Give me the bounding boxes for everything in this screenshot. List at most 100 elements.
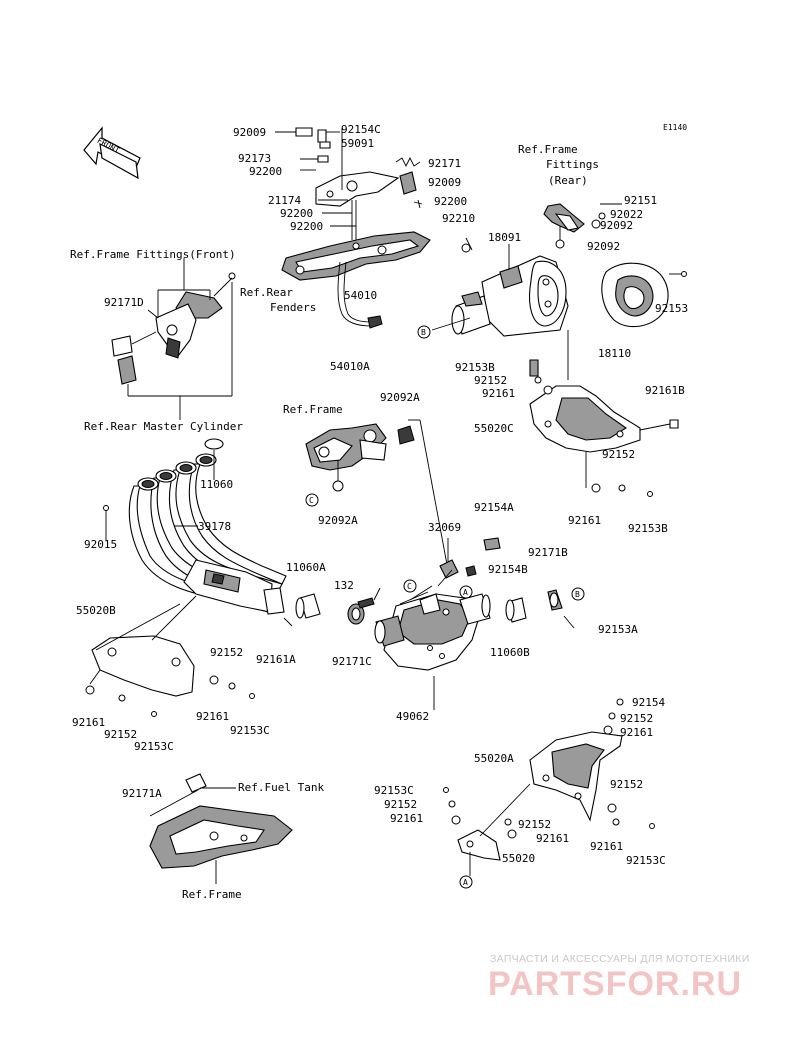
svg-text:C: C	[407, 582, 412, 591]
part-label: 92153C	[374, 784, 414, 797]
part-label: 54010A	[330, 360, 370, 373]
svg-text:C: C	[309, 496, 314, 505]
part-label: 92161	[590, 840, 623, 853]
part-label: 92173	[238, 152, 271, 165]
svg-text:B: B	[575, 590, 580, 599]
callout-a-bottom: A	[459, 875, 473, 889]
part-label: 92171A	[122, 787, 162, 800]
part-label: 92171C	[332, 655, 372, 668]
part-label: 55020A	[474, 752, 514, 765]
part-label: 92152	[384, 798, 417, 811]
part-label: 92092	[587, 240, 620, 253]
ref-frame-fittings-rear-3: (Rear)	[548, 174, 588, 187]
part-label: 92152	[518, 818, 551, 831]
part-label: 92153A	[598, 623, 638, 636]
ref-rear-fenders-1: Ref.Rear	[240, 286, 293, 299]
part-label: 92152	[104, 728, 137, 741]
watermark-logo: PARTSFOR.RU	[488, 965, 742, 1003]
ref-frame-mid: Ref.Frame	[283, 403, 343, 416]
part-label: 92009	[428, 176, 461, 189]
rear-muffler-assembly	[431, 237, 569, 337]
lower-heat-shield	[443, 698, 655, 876]
part-label: 92022	[610, 208, 643, 221]
part-label: 18091	[488, 231, 521, 244]
part-label: 49062	[396, 710, 429, 723]
rear-frame-bracket	[543, 203, 622, 249]
part-label: 132	[334, 579, 354, 592]
mid-frame-bracket	[305, 419, 449, 571]
pre-chamber	[374, 537, 501, 710]
lower-frame-bracket	[149, 773, 293, 884]
part-label: 54010	[344, 289, 377, 302]
part-label: 55020B	[76, 604, 116, 617]
callout-a-top: A	[459, 585, 473, 599]
ref-rear-master-cylinder: Ref.Rear Master Cylinder	[84, 420, 243, 433]
part-label: 39178	[198, 520, 231, 533]
watermark-tagline: ЗАПЧАСТИ И АКСЕССУАРЫ ДЛЯ МОТОТЕХНИКИ	[490, 953, 750, 965]
callout-b-right: B	[571, 587, 585, 601]
part-label: 92154B	[488, 563, 528, 576]
part-label: 92161	[196, 710, 229, 723]
callout-b-top: B	[417, 325, 431, 339]
front-frame-fittings	[111, 258, 236, 420]
part-label: 11060A	[286, 561, 326, 574]
ref-fuel-tank: Ref.Fuel Tank	[238, 781, 324, 794]
part-label: 92161	[482, 387, 515, 400]
part-label: 11060B	[490, 646, 530, 659]
ref-frame-fittings-rear-2: Fittings	[546, 158, 599, 171]
part-label: 92151	[624, 194, 657, 207]
rear-heat-shield	[529, 330, 679, 497]
ref-rear-fenders-2: Fenders	[270, 301, 316, 314]
part-label: 11060	[200, 478, 233, 491]
gasket-rings	[295, 593, 527, 623]
part-label: 92153C	[626, 854, 666, 867]
part-label: 55020C	[474, 422, 514, 435]
svg-text:B: B	[421, 328, 426, 337]
part-label: 21174	[268, 194, 301, 207]
part-label: 92161B	[645, 384, 685, 397]
part-label: 92161	[620, 726, 653, 739]
part-label: 92154C	[341, 123, 381, 136]
ref-frame-fittings-rear-1: Ref.Frame	[518, 143, 578, 156]
part-label: 92200	[434, 195, 467, 208]
part-label: 92153	[655, 302, 688, 315]
ref-frame-fittings-front: Ref.Frame Fittings(Front)	[70, 248, 236, 261]
exhaust-header-pipes	[103, 438, 293, 627]
part-label: 92152	[602, 448, 635, 461]
part-label: 92154	[632, 696, 665, 709]
part-label: 92200	[290, 220, 323, 233]
part-label: 92161	[536, 832, 569, 845]
exhaust-clamps	[347, 587, 575, 629]
part-label: 92009	[233, 126, 266, 139]
svg-text:A: A	[463, 588, 468, 597]
part-label: 92154A	[474, 501, 514, 514]
diagram-code: E1140	[663, 123, 687, 132]
part-label: 92152	[610, 778, 643, 791]
callout-c-mid: C	[305, 493, 319, 507]
part-label: 92171B	[528, 546, 568, 559]
end-cap	[601, 262, 687, 328]
part-label: 92152	[474, 374, 507, 387]
part-label: 92092A	[380, 391, 420, 404]
part-label: 92015	[84, 538, 117, 551]
part-label: 92161	[72, 716, 105, 729]
part-label: 92171D	[104, 296, 144, 309]
part-label: 92152	[620, 712, 653, 725]
part-label: 92153C	[230, 724, 270, 737]
part-label: 59091	[341, 137, 374, 150]
part-label: 92092A	[318, 514, 358, 527]
part-label: 32069	[428, 521, 461, 534]
upper-bracket-assembly	[275, 127, 431, 329]
front-arrow-icon: FRONT	[83, 126, 141, 180]
part-label: 92153C	[134, 740, 174, 753]
part-label: 92171	[428, 157, 461, 170]
part-label: 55020	[502, 852, 535, 865]
part-label: 18110	[598, 347, 631, 360]
part-label: 92200	[280, 207, 313, 220]
part-label: 92153B	[628, 522, 668, 535]
part-label: 92161	[390, 812, 423, 825]
svg-text:A: A	[463, 878, 468, 887]
ref-frame-bottom: Ref.Frame	[182, 888, 242, 901]
part-label: 92092	[600, 219, 633, 232]
